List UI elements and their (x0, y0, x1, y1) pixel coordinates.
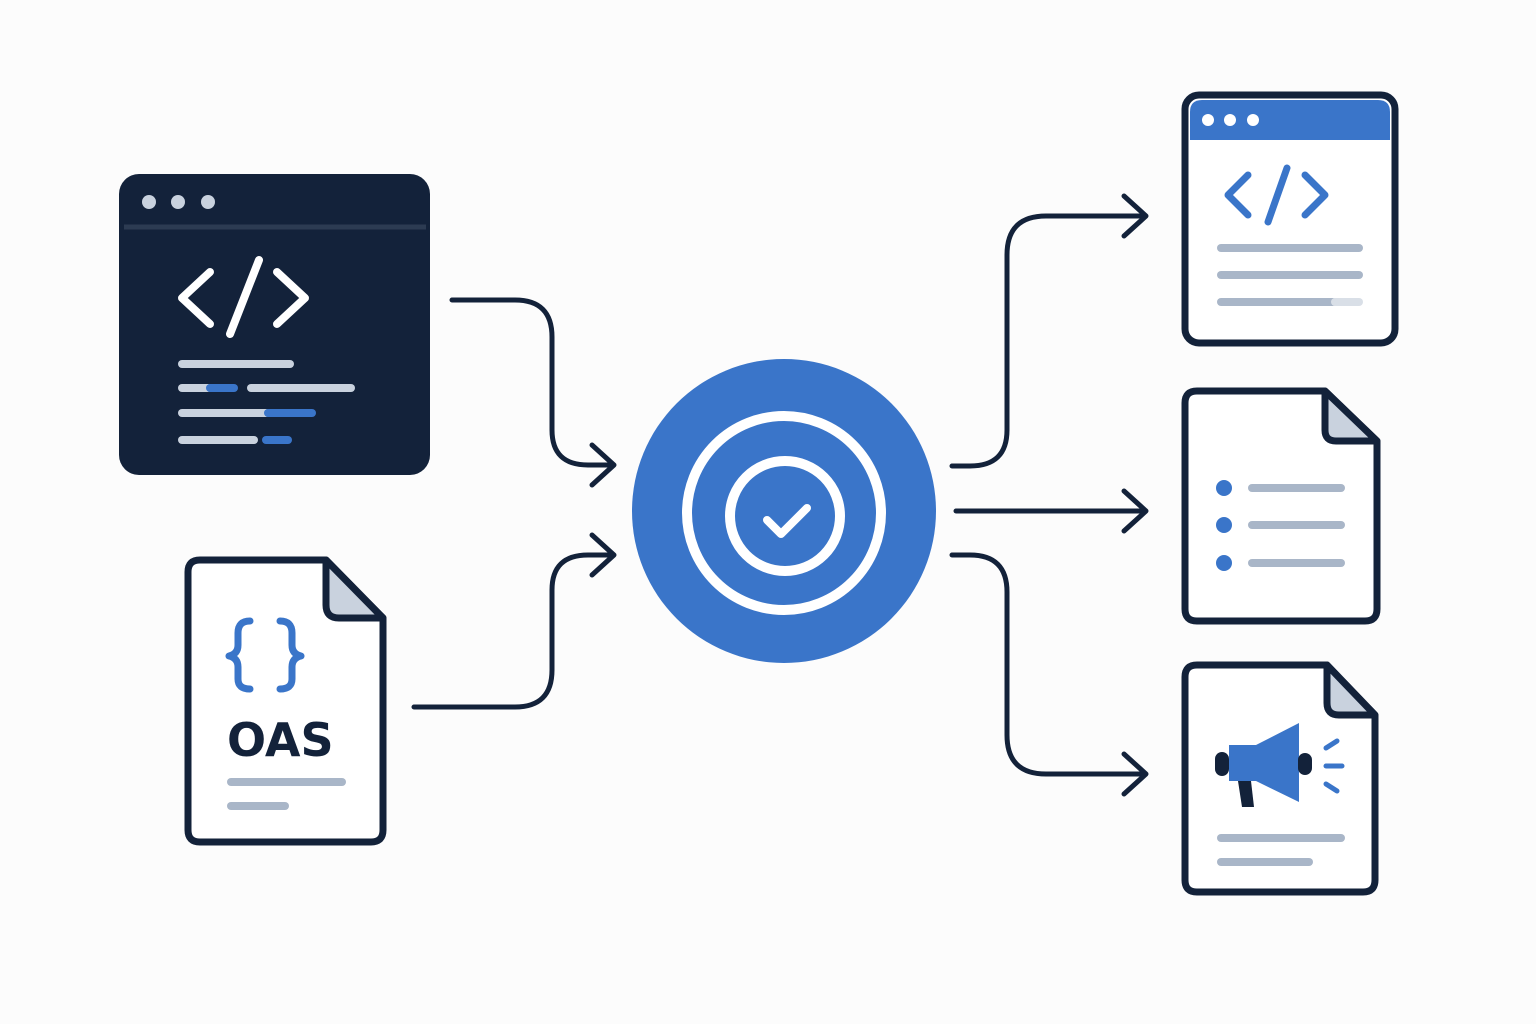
oas-label: OAS (227, 713, 334, 767)
window-title-bar (1190, 100, 1390, 140)
oas-document: OAS (184, 556, 387, 846)
folded-corner-icon (1323, 661, 1379, 719)
arrowhead-hub-to-announcement-document (1121, 751, 1149, 797)
arrow-hub-to-code-output (949, 213, 1147, 469)
arrowhead-hub-to-code-output (1121, 193, 1149, 239)
code-output-window (1181, 91, 1399, 347)
arrow-hub-to-announcement-document (949, 552, 1147, 777)
connectors (411, 193, 1149, 797)
arrowhead-hub-to-list-document (1121, 488, 1149, 534)
hub-inner-ring (725, 456, 845, 576)
code-brackets-icon (1224, 164, 1329, 226)
arrowhead-oas-to-hub (589, 532, 617, 578)
validator-hub (632, 359, 936, 663)
source-code-window (119, 174, 430, 475)
hub-outer-ring (682, 411, 886, 615)
arrow-code-to-hub (449, 297, 615, 468)
document-lines (227, 778, 346, 810)
code-lines (178, 360, 355, 444)
bullet-list-icon (1216, 480, 1345, 571)
window-frame (1181, 91, 1399, 347)
document-lines (1217, 834, 1345, 866)
list-document (1181, 387, 1381, 625)
folded-corner-icon (1321, 387, 1381, 445)
window-dots-icon (1202, 114, 1259, 126)
window-dots-icon (142, 195, 215, 209)
code-lines (1217, 244, 1363, 306)
megaphone-icon (1215, 723, 1345, 807)
checkmark-icon (763, 504, 811, 538)
arrow-oas-to-hub (411, 552, 615, 710)
arrowhead-code-to-hub (589, 442, 617, 488)
code-brackets-icon (178, 256, 309, 338)
folded-corner-icon (322, 556, 387, 622)
announcement-document (1181, 661, 1379, 896)
curly-braces-icon (225, 617, 305, 693)
hub-circle (632, 359, 936, 663)
